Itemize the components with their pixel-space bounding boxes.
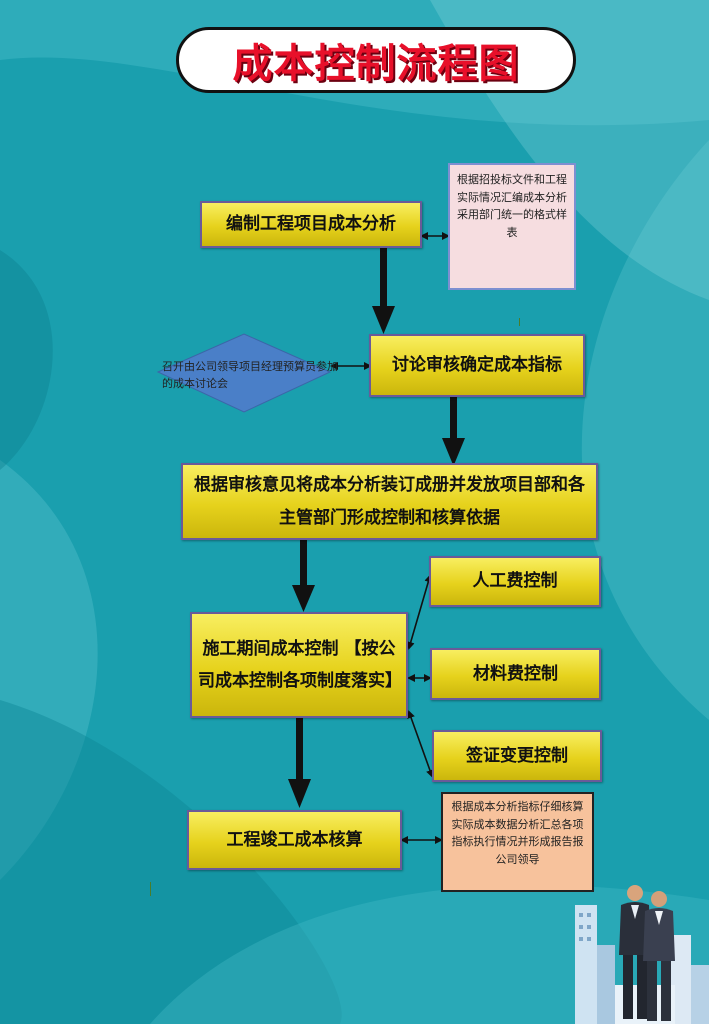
step-completion-accounting-label: 工程竣工成本核算: [226, 829, 363, 850]
step-construction-control-label: 施工期间成本控制 【按公司成本控制各项制度落实】: [198, 638, 402, 691]
stray-mark: [519, 318, 520, 326]
step-review-targets-label: 讨论审核确定成本指标: [392, 355, 562, 376]
control-material-cost-label: 材料费控制: [473, 663, 558, 684]
stray-mark: [150, 882, 151, 896]
meeting-note: 召开由公司领导项目经理预算员参加的成本讨论会: [162, 360, 338, 391]
analysis-note-text: 根据招投标文件和工程实际情况汇编成本分析采用部门统一的格式样表: [457, 173, 567, 239]
business-people-image: [575, 885, 709, 1024]
control-material-cost: 材料费控制: [430, 648, 601, 700]
step-cost-analysis: 编制工程项目成本分析: [200, 201, 422, 248]
control-labor-cost-label: 人工费控制: [472, 571, 558, 592]
step-bind-distribute-label: 根据审核意见将成本分析装订成册并发放项目部和各主管部门形成控制和核算依据: [194, 475, 585, 528]
report-note: 根据成本分析指标仔细核算实际成本数据分析汇总各项指标执行情况并形成报告报公司领导: [441, 792, 594, 892]
step-cost-analysis-label: 编制工程项目成本分析: [226, 214, 396, 235]
step-construction-control: 施工期间成本控制 【按公司成本控制各项制度落实】: [190, 612, 408, 718]
step-bind-distribute: 根据审核意见将成本分析装订成册并发放项目部和各主管部门形成控制和核算依据: [181, 463, 598, 540]
page-title: 成本控制流程图: [232, 41, 520, 87]
report-note-text: 根据成本分析指标仔细核算实际成本数据分析汇总各项指标执行情况并形成报告报公司领导: [451, 800, 584, 866]
title-banner: 成本控制流程图: [176, 27, 576, 93]
control-change-order-label: 签证变更控制: [466, 745, 568, 766]
analysis-note: 根据招投标文件和工程实际情况汇编成本分析采用部门统一的格式样表: [448, 163, 576, 290]
control-labor-cost: 人工费控制: [429, 556, 601, 607]
step-review-targets: 讨论审核确定成本指标: [369, 334, 585, 397]
control-change-order: 签证变更控制: [432, 730, 602, 782]
step-completion-accounting: 工程竣工成本核算: [187, 810, 402, 870]
